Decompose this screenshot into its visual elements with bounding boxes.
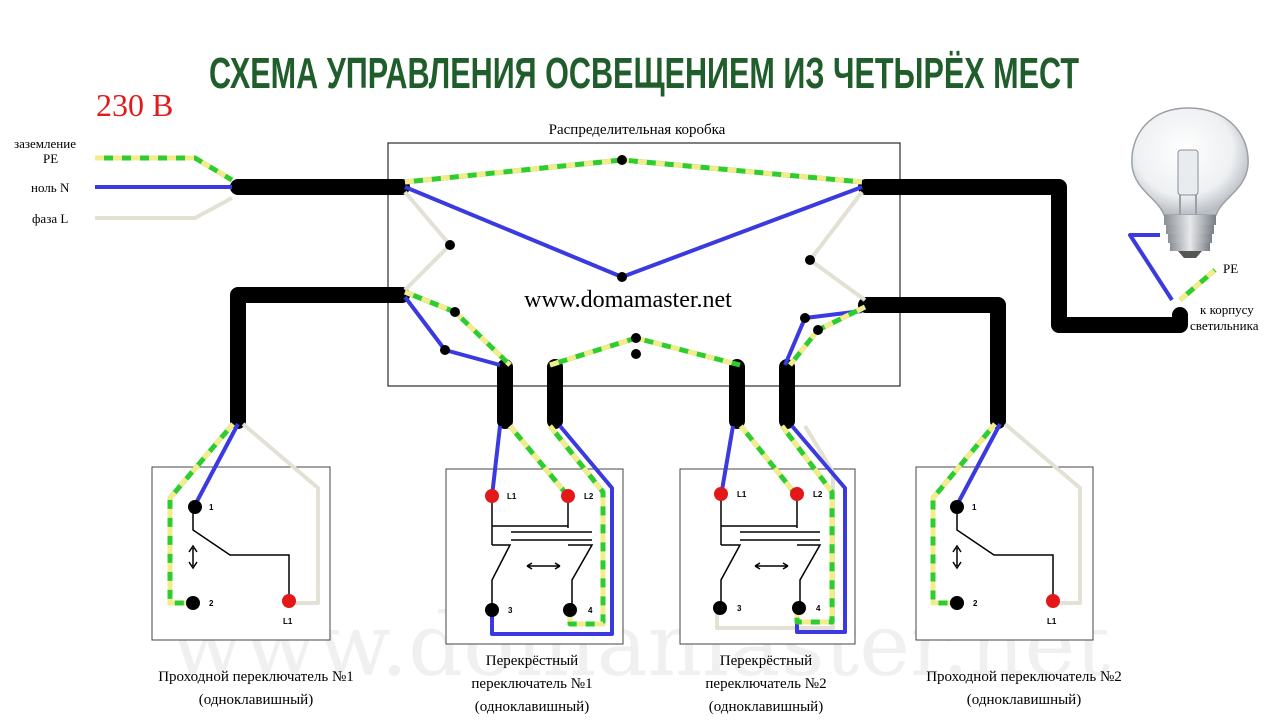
switch-box-3 (679, 468, 856, 645)
switch-3-mechanism (720, 496, 822, 608)
phase-wires (95, 190, 1082, 630)
pe-input-label-2: PE (43, 151, 58, 166)
switch-4-caption-line-1: Проходной переключатель №2 (926, 669, 1122, 685)
switch-3-label-4: 4 (816, 604, 821, 613)
phase-input-label: фаза L (32, 211, 68, 226)
switch-4-terminal-2 (950, 596, 964, 610)
page-title: СХЕМА УПРАВЛЕНИЯ ОСВЕЩЕНИЕМ ИЗ ЧЕТЫРЁХ М… (209, 49, 1079, 98)
switch-3-label-l2: L2 (813, 490, 823, 499)
light-bulb-icon (1131, 107, 1249, 258)
neutral-input-label: ноль N (31, 180, 70, 195)
switch-1-caption-line-2: (одноклавишный) (199, 692, 313, 708)
lamp-pe-label: PE (1223, 261, 1238, 276)
switch-3-terminal-l2 (790, 487, 804, 501)
switch-3-caption-line-3: (одноклавишный) (709, 699, 823, 715)
switch-1-label-1: 1 (209, 503, 214, 512)
switch-3-caption-line-2: переключатель №2 (705, 676, 826, 692)
switch-2-terminal-l2 (561, 489, 575, 503)
switch-2-terminal-l1 (485, 489, 499, 503)
switch-2-caption-line-1: Перекрёстный (486, 653, 578, 669)
switch-3-caption-line-1: Перекрёстный (720, 653, 812, 669)
switch-3-label-l1: L1 (737, 490, 747, 499)
switch-box-4 (915, 466, 1094, 641)
switch-2-terminal-3 (485, 603, 499, 617)
switch-4-label-2: 2 (973, 599, 978, 608)
switch-3-terminal-l1 (714, 487, 728, 501)
website-label: www.domamaster.net (524, 287, 732, 313)
cables (230, 179, 1188, 429)
voltage-label: 230 В (96, 87, 173, 123)
switch-3-terminal-3 (713, 601, 727, 615)
lamp-note-line-1: к корпусу (1200, 302, 1254, 317)
switch-box-1 (151, 466, 331, 641)
switch-1-caption-line-1: Проходной переключатель №1 (158, 669, 354, 685)
switch-2-caption-line-3: (одноклавишный) (475, 699, 589, 715)
switch-box-2 (445, 468, 624, 645)
switch-1-terminal-1 (188, 500, 202, 514)
lamp-note-line-2: светильника (1190, 318, 1259, 333)
switch-2-terminal-4 (563, 603, 577, 617)
switch-2-label-l1: L1 (507, 492, 517, 501)
switch-4-caption-line-2: (одноклавишный) (967, 692, 1081, 708)
switch-4-terminal-l1 (1046, 594, 1060, 608)
switch-2-caption-line-2: переключатель №1 (471, 676, 592, 692)
switch-2-label-l2: L2 (584, 492, 594, 501)
switch-1-mechanism (186, 500, 296, 610)
switch-4-terminal-1 (950, 500, 964, 514)
switch-2-label-3: 3 (508, 606, 513, 615)
switch-3-terminal-4 (792, 601, 806, 615)
junction-box-label: Распределительная коробка (549, 122, 726, 138)
switch-1-terminal-l1 (282, 594, 296, 608)
switch-4-mechanism (950, 500, 1060, 610)
junction-points (440, 155, 823, 359)
switch-3-label-3: 3 (737, 604, 742, 613)
switch-4-label-1: 1 (972, 503, 977, 512)
switch-1-label-2: 2 (209, 599, 214, 608)
switch-4-label-l1: L1 (1047, 617, 1057, 626)
switch-2-label-4: 4 (588, 606, 593, 615)
switch-1-label-l1: L1 (283, 617, 293, 626)
switch-1-terminal-2 (186, 596, 200, 610)
pe-input-label-1: заземление (14, 136, 76, 151)
